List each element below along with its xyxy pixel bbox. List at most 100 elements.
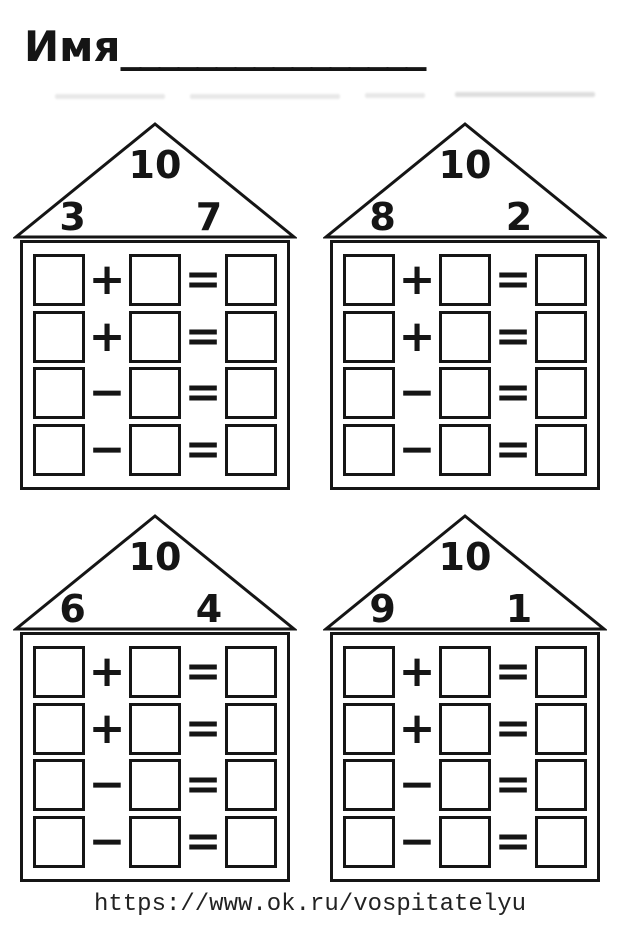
answer-box[interactable] — [33, 702, 85, 755]
answer-box[interactable] — [439, 759, 491, 812]
house-body: + = + = − = − — [330, 632, 600, 882]
roof-left-number: 6 — [59, 587, 86, 631]
equation-row: + = — [343, 646, 587, 698]
answer-box[interactable] — [343, 815, 395, 868]
answer-box[interactable] — [129, 254, 181, 306]
answer-box[interactable] — [343, 646, 395, 698]
equals-sign: = — [184, 423, 222, 475]
answer-box[interactable] — [225, 423, 277, 476]
equals-sign: = — [494, 254, 532, 305]
answer-box[interactable] — [535, 367, 587, 420]
equation-row: + = — [343, 702, 587, 755]
operator-sign: − — [88, 759, 126, 811]
equals-sign: = — [184, 254, 222, 305]
answer-box[interactable] — [343, 759, 395, 812]
equation-row: + = — [33, 646, 277, 698]
number-house-1: 10 3 7 + = + = − = — [10, 122, 300, 490]
answer-box[interactable] — [343, 310, 395, 363]
equals-sign: = — [494, 815, 532, 867]
equation-row: + = — [33, 702, 277, 755]
answer-box[interactable] — [343, 423, 395, 476]
answer-box[interactable] — [225, 759, 277, 812]
operator-sign: − — [88, 423, 126, 475]
answer-box[interactable] — [439, 815, 491, 868]
answer-box[interactable] — [439, 310, 491, 363]
smudge-mark — [190, 94, 340, 99]
roof-right-number: 1 — [505, 587, 533, 631]
equals-sign: = — [184, 646, 222, 697]
roof-total-number: 10 — [128, 143, 182, 187]
answer-box[interactable] — [33, 815, 85, 868]
equals-sign: = — [494, 423, 532, 475]
answer-box[interactable] — [129, 310, 181, 363]
answer-box[interactable] — [535, 815, 587, 868]
answer-box[interactable] — [535, 254, 587, 306]
answer-box[interactable] — [535, 702, 587, 755]
roof-right-number: 4 — [195, 587, 223, 631]
equation-row: + = — [343, 254, 587, 306]
operator-sign: − — [398, 367, 436, 419]
answer-box[interactable] — [129, 646, 181, 698]
answer-box[interactable] — [225, 646, 277, 698]
answer-box[interactable] — [33, 646, 85, 698]
answer-box[interactable] — [225, 254, 277, 306]
equation-row: − = — [343, 815, 587, 868]
roof-total-number: 10 — [438, 143, 492, 187]
smudge-mark — [455, 92, 595, 97]
answer-box[interactable] — [225, 310, 277, 363]
answer-box[interactable] — [225, 815, 277, 868]
answer-box[interactable] — [33, 759, 85, 812]
answer-box[interactable] — [33, 423, 85, 476]
source-url-text: https://www.ok.ru/vospitatelyu — [93, 891, 527, 918]
smudge-mark — [55, 94, 165, 99]
answer-box[interactable] — [129, 815, 181, 868]
house-roof: 10 3 7 — [13, 122, 297, 240]
answer-box[interactable] — [439, 702, 491, 755]
answer-box[interactable] — [225, 702, 277, 755]
house-roof: 10 8 2 — [323, 122, 607, 240]
answer-box[interactable] — [439, 423, 491, 476]
roof-right-number: 7 — [195, 195, 223, 239]
answer-box[interactable] — [439, 367, 491, 420]
operator-sign: − — [398, 815, 436, 867]
equals-sign: = — [184, 815, 222, 867]
roof-total-number: 10 — [128, 535, 182, 579]
operator-sign: + — [398, 254, 436, 305]
answer-box[interactable] — [535, 646, 587, 698]
answer-box[interactable] — [535, 310, 587, 363]
answer-box[interactable] — [535, 423, 587, 476]
answer-box[interactable] — [129, 367, 181, 420]
equation-row: − = — [33, 815, 277, 868]
house-body: + = + = − = − — [330, 240, 600, 490]
operator-sign: + — [398, 646, 436, 697]
answer-box[interactable] — [343, 702, 395, 755]
answer-box[interactable] — [129, 702, 181, 755]
equals-sign: = — [184, 367, 222, 419]
equation-row: − = — [343, 759, 587, 812]
number-house-4: 10 9 1 + = + = − = — [320, 514, 610, 882]
equation-row: + = — [343, 310, 587, 363]
answer-box[interactable] — [129, 423, 181, 476]
answer-box[interactable] — [343, 254, 395, 306]
equation-row: − = — [33, 367, 277, 420]
houses-grid: 10 3 7 + = + = − = — [0, 122, 620, 882]
answer-box[interactable] — [225, 367, 277, 420]
answer-box[interactable] — [343, 367, 395, 420]
name-blank-line: ________________ — [120, 22, 426, 71]
operator-sign: − — [398, 759, 436, 811]
answer-box[interactable] — [535, 759, 587, 812]
answer-box[interactable] — [33, 367, 85, 420]
equation-row: + = — [33, 254, 277, 306]
operator-sign: + — [88, 702, 126, 754]
equals-sign: = — [184, 702, 222, 754]
name-field-row: Имя________________ — [24, 22, 426, 71]
equals-sign: = — [494, 759, 532, 811]
operator-sign: + — [398, 310, 436, 362]
equals-sign: = — [494, 367, 532, 419]
answer-box[interactable] — [33, 310, 85, 363]
answer-box[interactable] — [129, 759, 181, 812]
answer-box[interactable] — [33, 254, 85, 306]
answer-box[interactable] — [439, 254, 491, 306]
operator-sign: − — [88, 815, 126, 867]
answer-box[interactable] — [439, 646, 491, 698]
